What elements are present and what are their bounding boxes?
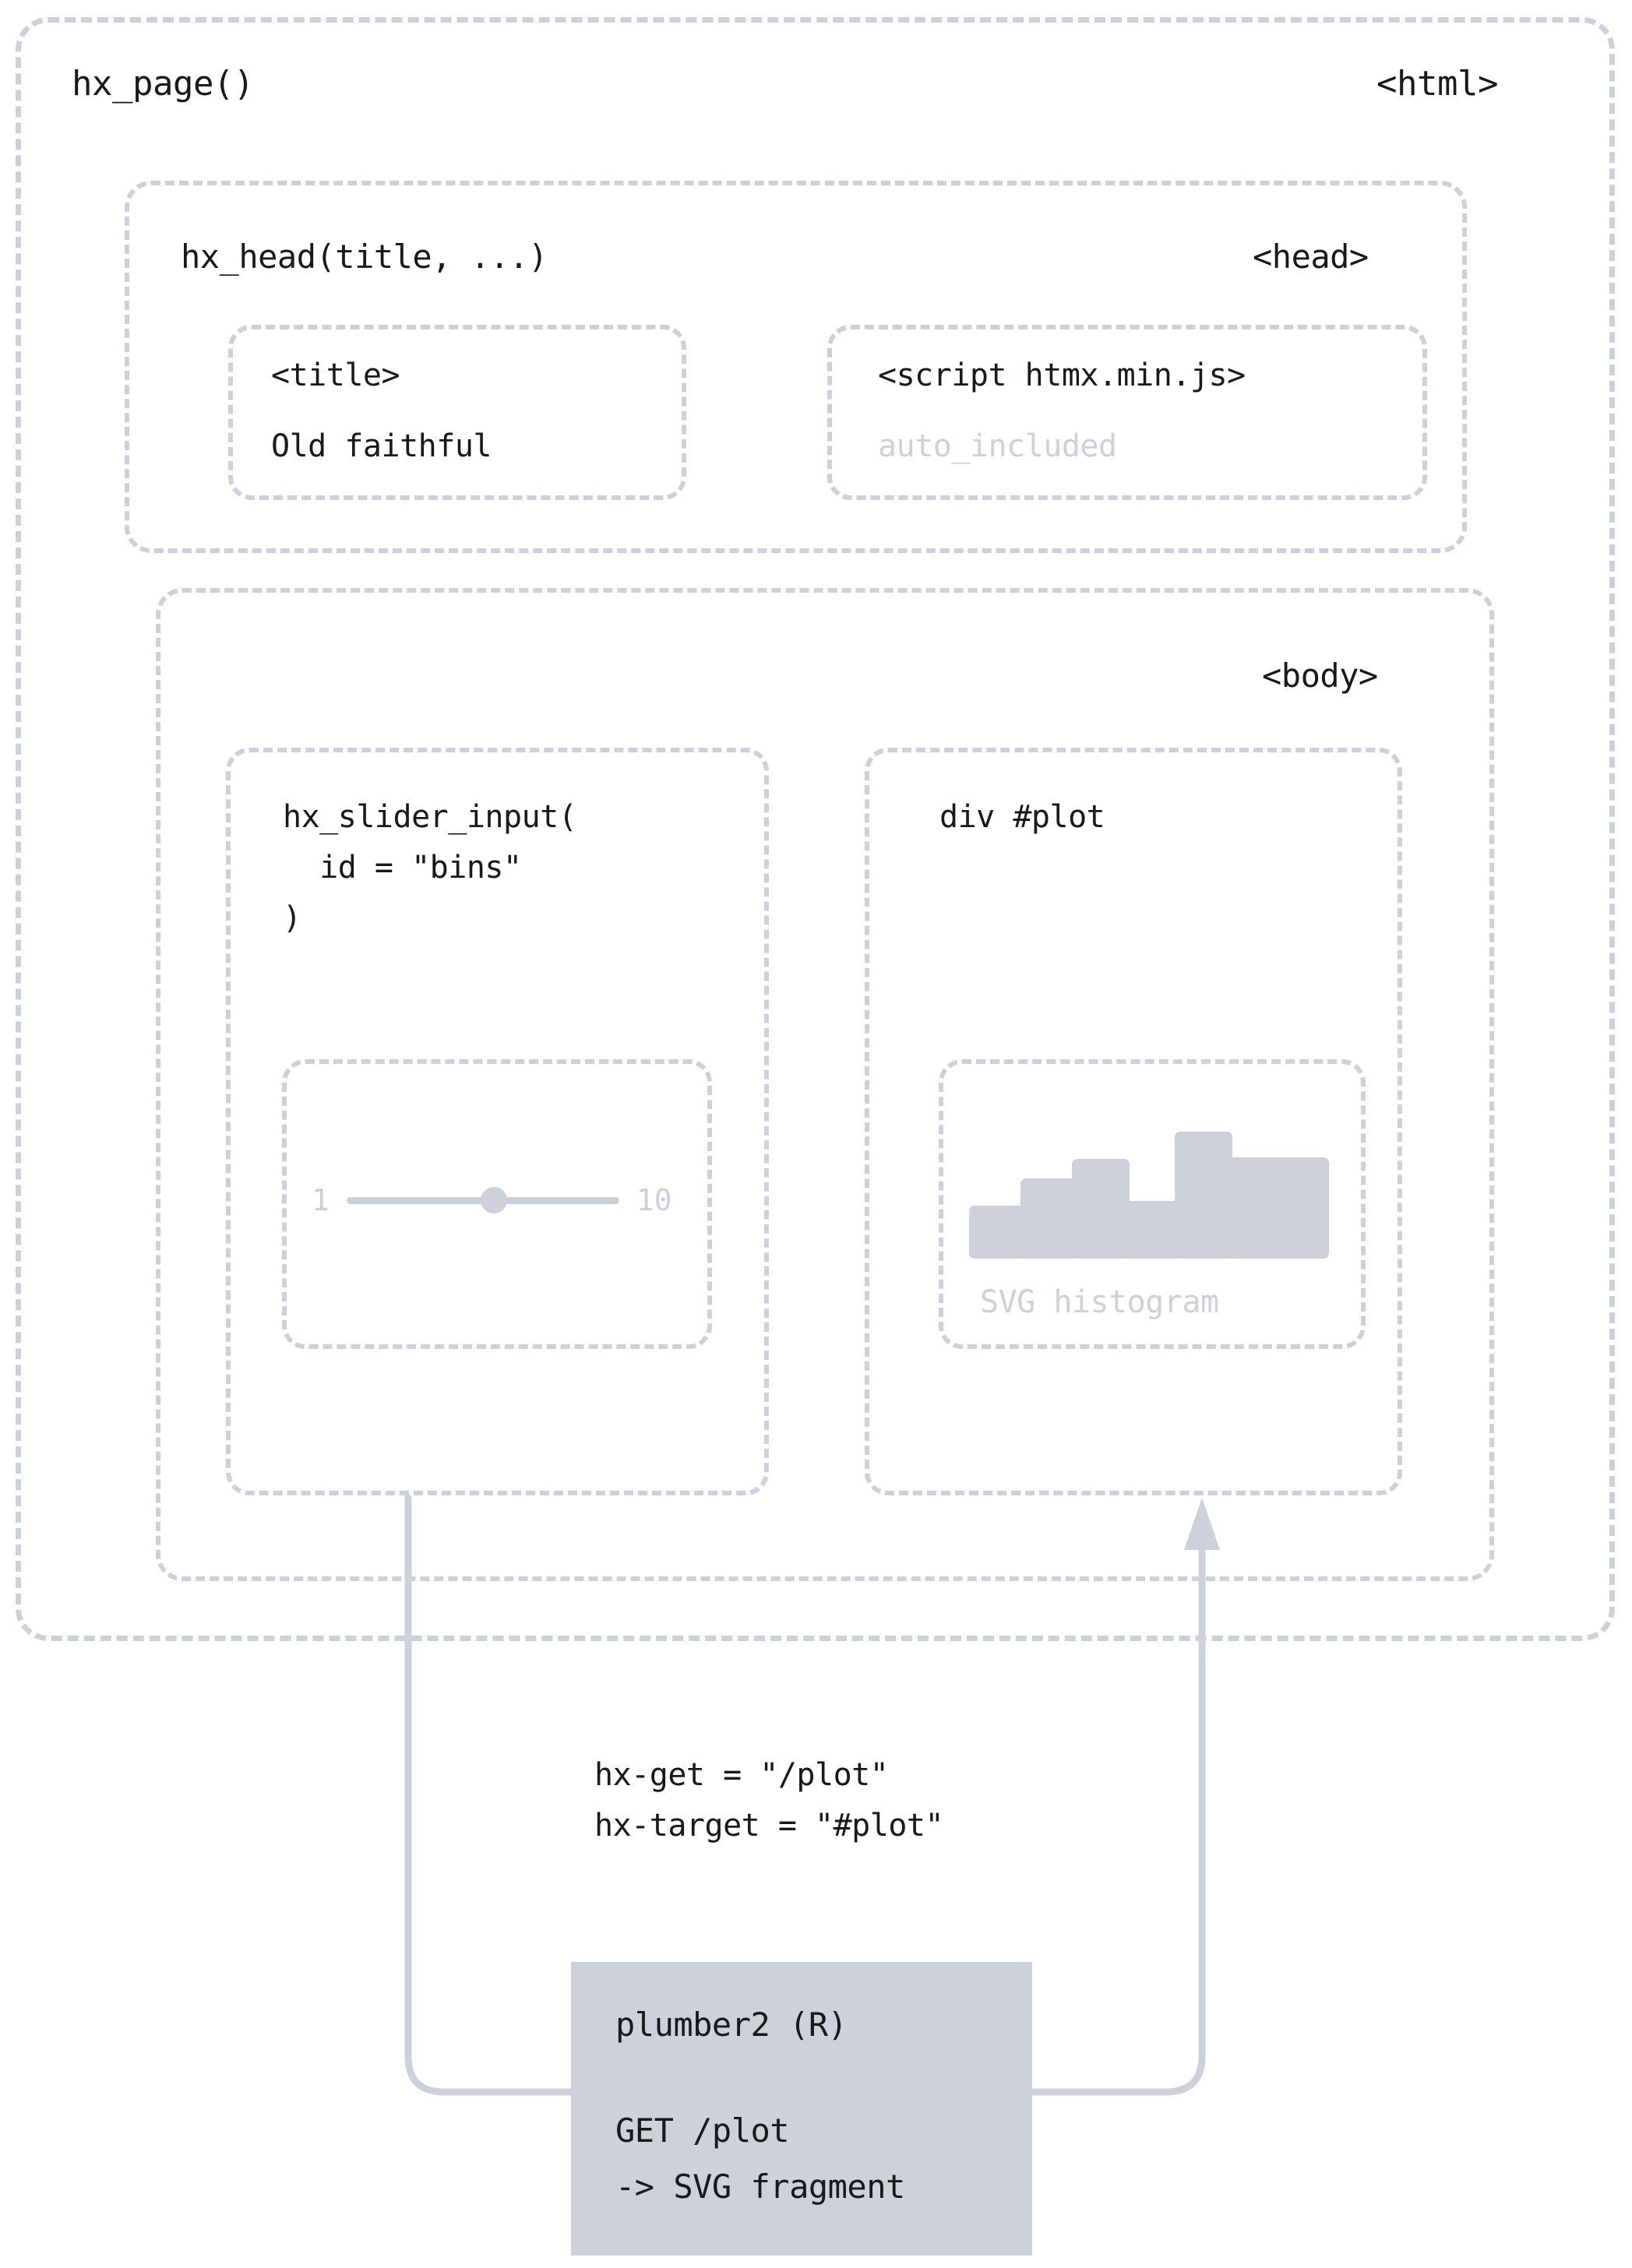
slider-widget-box [282,1059,712,1349]
backend-response-label: -> SVG fragment [615,2168,905,2206]
html-container-box [16,17,1615,1641]
histogram-bar-1 [969,1206,1027,1259]
hx-target-annotation: hx-target = "#plot" [594,1808,944,1844]
histogram-svg [969,1132,1329,1259]
slider-panel-label-line1: hx_slider_input( [283,799,577,835]
slider-max-label: 10 [636,1183,672,1217]
hx-head-label: hx_head(title, ...) [181,238,548,276]
svg-histogram [966,1104,1332,1260]
slider-panel-label-line3: ) [283,900,301,936]
script-box [827,325,1427,500]
title-tag-label: <title> [271,357,400,393]
slider-track[interactable] [346,1187,619,1213]
histogram-bar-5 [1175,1132,1232,1259]
body-tag-label: <body> [1262,657,1378,695]
slider-input[interactable]: 1 10 [312,1185,672,1215]
html-tag-label: <html> [1376,64,1498,104]
histogram-bar-4 [1123,1201,1181,1259]
title-box [228,325,686,500]
slider-knob[interactable] [480,1187,507,1213]
backend-box [571,1962,1032,2256]
slider-min-label: 1 [312,1183,330,1217]
backend-route-label: GET /plot [615,2111,790,2150]
script-auto-included-label: auto_included [878,428,1117,464]
title-value-label: Old faithful [271,428,492,464]
slider-panel-box [226,748,769,1495]
histogram-bar-2 [1020,1178,1078,1259]
script-tag-label: <script htmx.min.js> [878,357,1246,393]
head-tag-label: <head> [1253,238,1369,276]
slider-panel-label-line2: id = "bins" [283,850,522,886]
hx-page-label: hx_page() [72,64,254,104]
histogram-caption: SVG histogram [980,1284,1219,1320]
histogram-bars [969,1132,1329,1259]
hx-get-annotation: hx-get = "/plot" [594,1757,889,1793]
histogram-box [939,1059,1366,1349]
plot-panel-box [865,748,1402,1495]
head-container-box [125,181,1467,553]
backend-title-label: plumber2 (R) [615,2006,848,2044]
histogram-bar-3 [1072,1159,1130,1259]
plot-panel-label: div #plot [939,799,1105,835]
histogram-bar-6 [1226,1157,1329,1259]
body-container-box [156,588,1494,1581]
